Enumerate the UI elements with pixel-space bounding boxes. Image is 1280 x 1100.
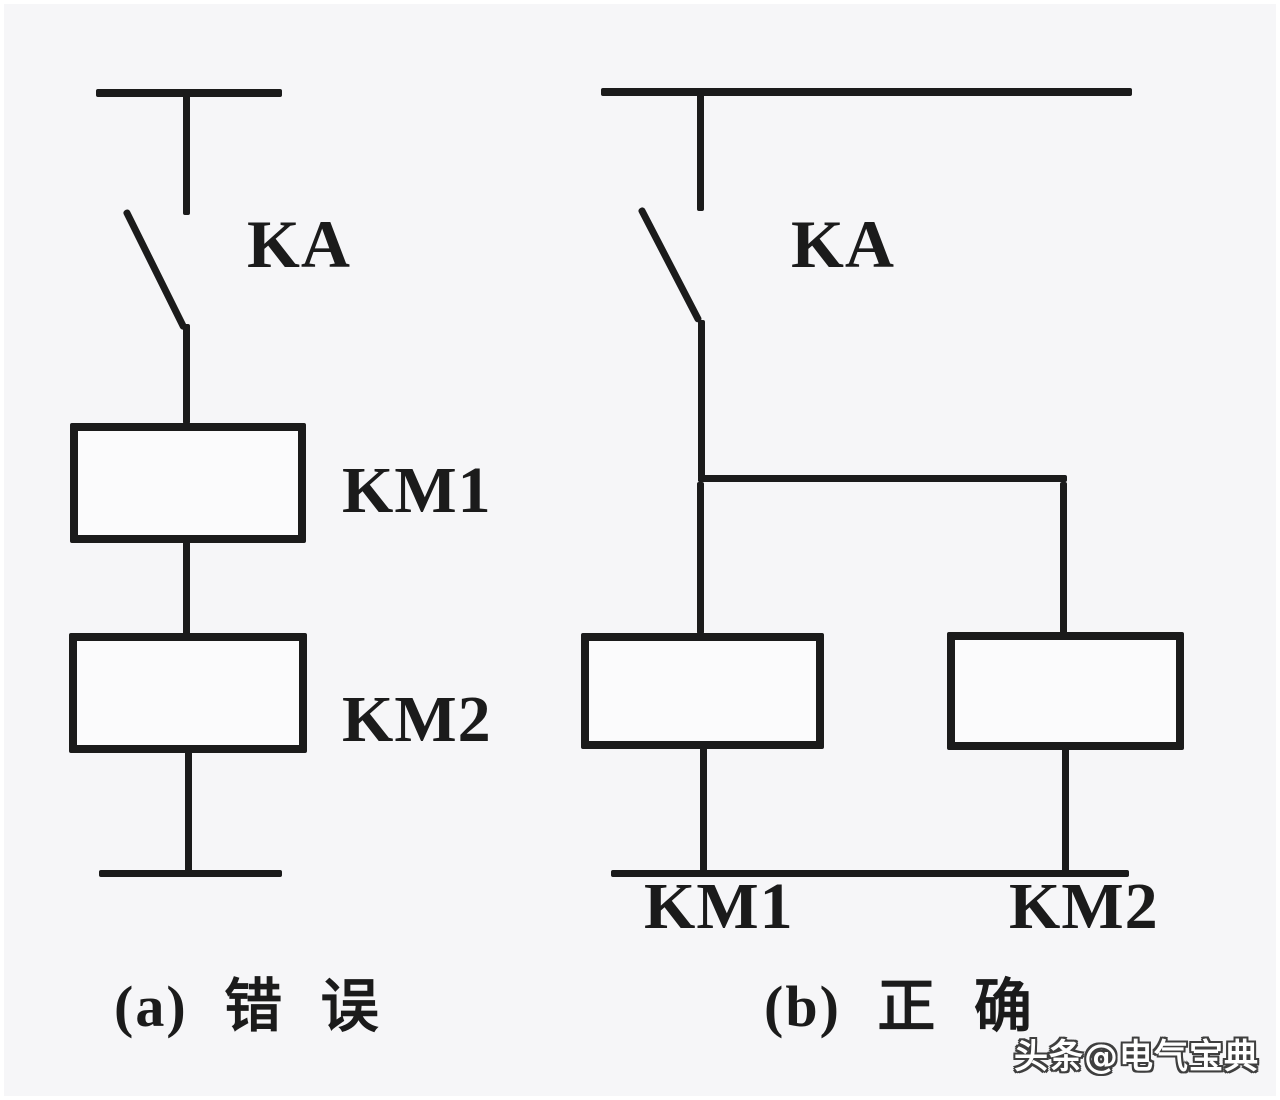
bottom-drop-wire-a xyxy=(185,751,192,874)
series-connector-wire-a xyxy=(183,541,190,635)
coil-box-km2-a xyxy=(69,633,307,753)
contact-drop-wire-a xyxy=(183,324,190,424)
relay-label-ka-a: KA xyxy=(247,206,351,282)
right-branch-wire-b xyxy=(1060,482,1067,634)
left-branch-wire-b xyxy=(697,482,704,634)
top-stub-wire-b xyxy=(697,93,704,211)
watermark: 头条@电气宝典 xyxy=(1014,1037,1259,1077)
right-bottom-drop-wire-b xyxy=(1062,748,1069,874)
relay-contact-blade-b xyxy=(637,206,703,324)
coil-label-km1-b: KM1 xyxy=(644,870,794,943)
relay-contact-blade-a xyxy=(122,208,188,331)
coil-label-km2-b: KM2 xyxy=(1009,870,1159,943)
top-bus-line-a xyxy=(96,89,282,97)
coil-label-km1-a: KM1 xyxy=(342,454,492,527)
contact-drop-wire-b xyxy=(698,320,705,482)
left-bottom-drop-wire-b xyxy=(700,747,707,874)
coil-box-km1-b xyxy=(581,633,824,749)
caption-b: (b) 正 确 xyxy=(764,974,1034,1039)
bottom-bus-line-b xyxy=(611,870,1129,877)
relay-label-ka-b: KA xyxy=(791,206,895,282)
top-stub-wire-a xyxy=(183,94,190,215)
top-bus-line-b xyxy=(601,88,1132,96)
coil-box-km1-a xyxy=(70,423,306,543)
coil-label-km2-a: KM2 xyxy=(342,683,492,756)
caption-a: (a) 错 误 xyxy=(114,974,381,1039)
coil-box-km2-b xyxy=(947,632,1184,750)
parallel-branch-top-wire-b xyxy=(698,475,1067,482)
bottom-bus-line-a xyxy=(99,870,282,877)
